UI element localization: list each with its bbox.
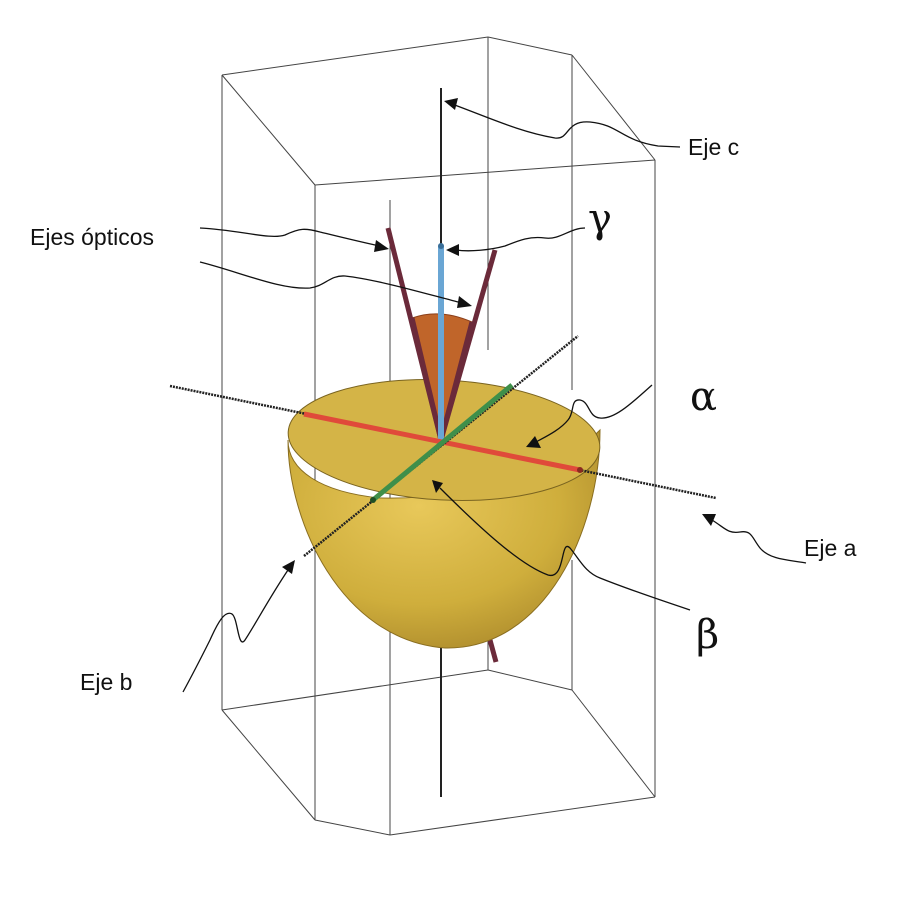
arrow-gamma <box>446 244 459 256</box>
arrow-ejes-opticos-1 <box>374 240 389 252</box>
arrow-eje-b <box>282 560 295 574</box>
prism-edge <box>487 669 573 691</box>
leader-ejes-opticos-2 <box>199 261 463 304</box>
leader-alpha <box>535 384 653 443</box>
leader-eje-b <box>182 569 289 693</box>
beta-axis <box>371 383 514 502</box>
arrow-eje-c <box>444 98 458 110</box>
label-gamma: γ <box>588 196 612 242</box>
label-alpha: α <box>690 374 717 420</box>
prism-edge <box>221 669 489 711</box>
leader-eje-c <box>451 103 681 148</box>
prism-edge <box>221 74 316 186</box>
label-eje-b: Eje b <box>80 669 132 695</box>
optic-axis-left-lower <box>409 317 444 441</box>
leader-lines <box>182 98 807 693</box>
leader-beta <box>439 487 691 611</box>
prism-edge <box>487 36 573 56</box>
label-eje-a: Eje a <box>804 535 857 561</box>
arrow-eje-a <box>702 514 716 526</box>
optic-axis-lower-stub <box>487 639 499 663</box>
alpha-axis-endpoint <box>577 467 583 473</box>
prism-edge <box>314 159 656 186</box>
optic-axis-right-lower <box>438 321 475 441</box>
prism-edge <box>221 36 489 76</box>
beta-axis-endpoint <box>370 497 376 503</box>
leader-eje-a <box>711 519 807 564</box>
arrow-alpha <box>526 436 541 448</box>
leader-gamma <box>455 227 586 252</box>
arrow-beta <box>432 480 443 493</box>
label-beta: β <box>696 612 719 658</box>
prism-edge <box>314 819 391 836</box>
leader-ejes-opticos-1 <box>199 227 381 247</box>
crystal-prism <box>221 36 656 836</box>
label-ejes-opticos: Ejes ópticos <box>30 224 154 250</box>
prism-edge <box>571 689 656 798</box>
label-eje-c: Eje c <box>688 134 739 160</box>
prism-edge <box>571 54 656 161</box>
gamma-axis-endpoint <box>438 243 444 249</box>
prism-edge <box>389 796 656 836</box>
arrow-ejes-opticos-2 <box>457 296 472 308</box>
prism-edge <box>221 709 316 821</box>
